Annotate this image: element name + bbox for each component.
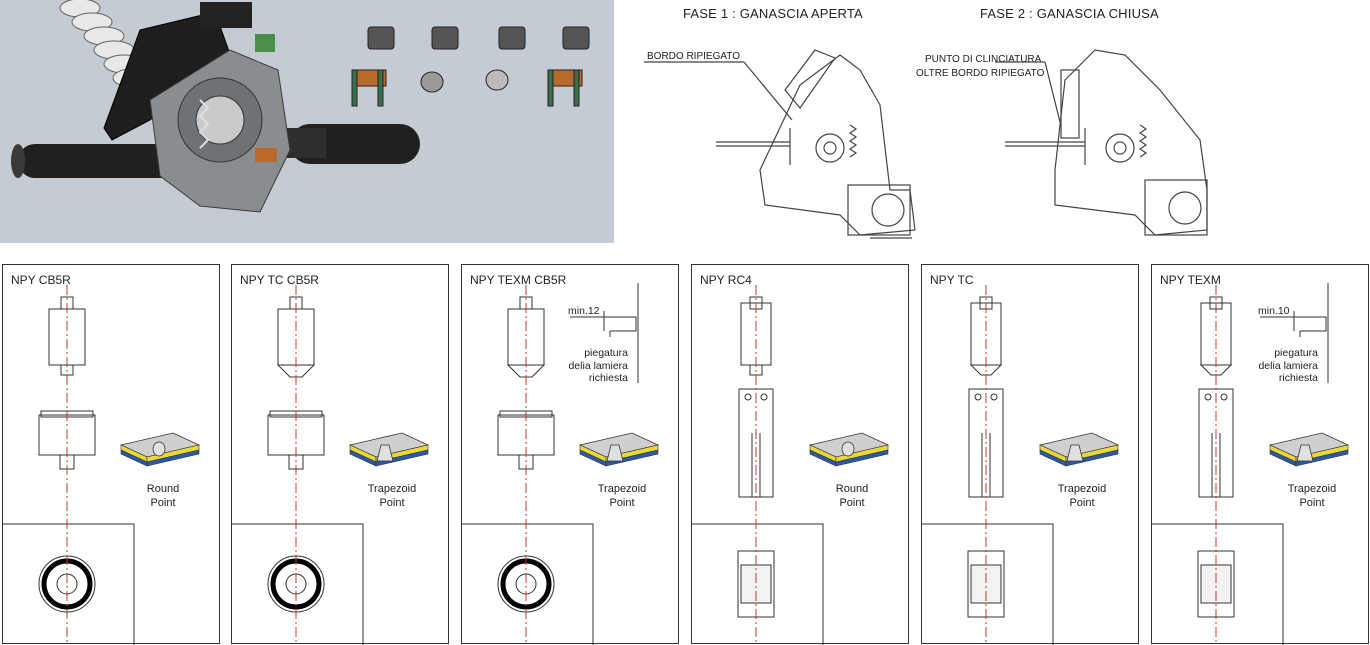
- flange-detail: [570, 283, 639, 383]
- fork-hole: [1220, 393, 1228, 401]
- clinch-round: [152, 441, 166, 457]
- clinch-trapezoid: [1066, 444, 1084, 462]
- clinch-trapezoid: [606, 444, 624, 462]
- handle-left: [18, 144, 178, 178]
- flange-detail: [1260, 283, 1329, 383]
- fork-hole: [744, 393, 752, 401]
- fork-hole: [990, 393, 998, 401]
- tool-3d-render: [0, 0, 614, 243]
- sheet-sample: [808, 432, 890, 467]
- panel-title: NPY CB5R: [11, 273, 71, 287]
- bottom-view-frame: [692, 523, 824, 645]
- tool-drawing: [922, 285, 1120, 645]
- sheet-sample: [348, 432, 430, 467]
- panel-title: NPY TC: [930, 273, 974, 287]
- tool-drawing: [462, 283, 660, 645]
- bottom-view-frame: [462, 523, 594, 645]
- panel-title: NPY RC4: [700, 273, 752, 287]
- sheet-sample: [578, 432, 660, 467]
- phase2-diagram: [995, 49, 1208, 236]
- punch-cone: [969, 364, 1003, 376]
- phase1-title: FASE 1 : GANASCIA APERTA: [683, 6, 863, 21]
- panel-title: NPY TC CB5R: [240, 273, 319, 287]
- phase2-callout-line2: OLTRE BORDO RIPIEGATO: [916, 68, 1045, 79]
- fork-hole: [760, 393, 768, 401]
- bottom-view-frame: [232, 523, 364, 645]
- fork-hole: [1204, 393, 1212, 401]
- tool-drawing: [1152, 283, 1350, 645]
- loose-parts: [351, 26, 590, 107]
- min-flange-label: min.12: [568, 305, 600, 317]
- punch-cone: [1199, 364, 1233, 376]
- bottom-view-frame: [3, 523, 135, 645]
- panel-title: NPY TEXM CB5R: [470, 273, 567, 287]
- phase1-callout: BORDO RIPIEGATO: [647, 51, 740, 62]
- panel-title: NPY TEXM: [1160, 273, 1221, 287]
- tool-drawing: [692, 285, 890, 645]
- min-flange-label: min.10: [1258, 305, 1290, 317]
- bottom-view-frame: [922, 523, 1054, 645]
- fork-hole: [974, 393, 982, 401]
- punch-cone: [506, 364, 546, 378]
- sheet-sample: [1268, 432, 1350, 467]
- phase2-callout-line1: PUNTO DI CLINCIATURA: [925, 54, 1042, 65]
- clinch-round: [841, 441, 855, 457]
- phase2-title: FASE 2 : GANASCIA CHIUSA: [980, 6, 1159, 21]
- clinch-trapezoid: [376, 444, 394, 462]
- punch-cone: [276, 364, 316, 378]
- tool-drawing: [232, 285, 430, 645]
- clinch-trapezoid: [1296, 444, 1314, 462]
- phase1-diagram: [644, 49, 916, 239]
- sheet-sample: [1038, 432, 1120, 467]
- tool-drawing: [3, 285, 201, 645]
- bottom-view-frame: [1152, 523, 1284, 645]
- sheet-sample: [119, 432, 201, 467]
